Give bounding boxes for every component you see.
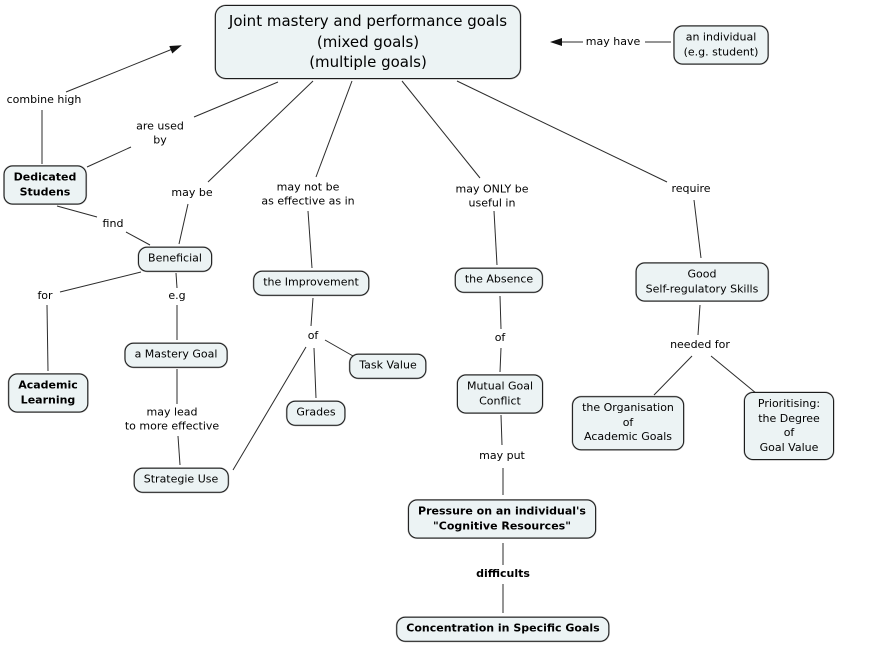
link-label-may-lead-to-more-effective[interactable]: may lead to more effective (124, 405, 220, 433)
node-a-mastery-goal[interactable]: a Mastery Goal (124, 342, 228, 368)
node-task-value[interactable]: Task Value (349, 353, 427, 379)
link-label-require[interactable]: require (671, 181, 711, 195)
link-label-are-used-by[interactable]: are used by (136, 119, 184, 147)
link-label-may-not-be-as-effective[interactable]: may not be as effective as in (261, 180, 355, 208)
node-the-improvement[interactable]: the Improvement (253, 270, 369, 296)
link-label-difficults[interactable]: difficults (476, 566, 530, 580)
node-academic-learning[interactable]: Academic Learning (8, 373, 88, 413)
link-label-for[interactable]: for (37, 288, 53, 302)
link-label-of-improvement[interactable]: of (307, 328, 319, 342)
link-label-may-be[interactable]: may be (171, 185, 213, 199)
node-good-self-regulatory-skills[interactable]: Good Self-regulatory Skills (635, 262, 769, 302)
link-label-needed-for[interactable]: needed for (670, 337, 730, 351)
node-mutual-goal-conflict[interactable]: Mutual Goal Conflict (456, 374, 544, 414)
link-label-may-put[interactable]: may put (479, 448, 525, 462)
node-beneficial[interactable]: Beneficial (138, 246, 212, 272)
node-pressure-cognitive-resources[interactable]: Pressure on an individual's "Cognitive R… (408, 499, 596, 539)
link-label-combine-high[interactable]: combine high (6, 92, 82, 106)
node-joint-mastery-performance-goals[interactable]: Joint mastery and performance goals (mix… (214, 4, 522, 80)
node-an-individual[interactable]: an individual (e.g. student) (673, 25, 769, 65)
link-label-find[interactable]: find (102, 216, 124, 230)
node-dedicated-studens[interactable]: Dedicated Studens (3, 165, 87, 205)
link-label-may-have[interactable]: may have (585, 34, 641, 48)
link-label-of-absence[interactable]: of (494, 330, 506, 344)
node-strategie-use[interactable]: Strategie Use (133, 467, 229, 493)
node-concentration-specific-goals[interactable]: Concentration in Specific Goals (396, 616, 610, 642)
link-label-eg[interactable]: e.g (168, 288, 186, 302)
node-organisation-academic-goals[interactable]: the Organisation of Academic Goals (572, 396, 684, 450)
node-grades[interactable]: Grades (286, 400, 346, 426)
node-the-absence[interactable]: the Absence (454, 267, 544, 293)
link-label-may-only-be-useful[interactable]: may ONLY be useful in (455, 182, 529, 210)
node-prioritising-goal-value[interactable]: Prioritising: the Degree of Goal Value (744, 391, 834, 461)
